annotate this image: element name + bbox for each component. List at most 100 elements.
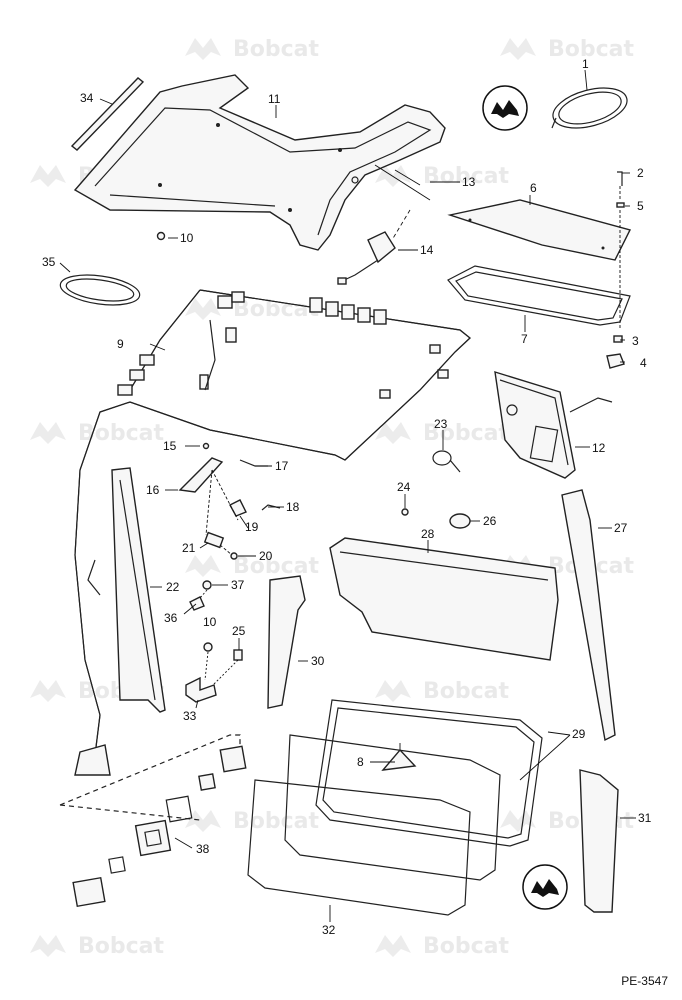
part-12-control-panel	[494, 371, 613, 479]
part-36-bracket	[189, 596, 205, 611]
part-7-gasket	[447, 265, 631, 326]
watermark-logo: Bobcat	[185, 37, 320, 62]
part-25-bolt	[233, 649, 243, 661]
svg-text:Bobcat: Bobcat	[233, 554, 320, 579]
callout-25: 25	[232, 624, 246, 638]
part-3-spacer	[613, 335, 623, 343]
callout-35: 35	[42, 255, 56, 269]
svg-text:Bobcat: Bobcat	[423, 679, 510, 704]
seal-hand-icon	[482, 85, 528, 131]
part-32-glass	[247, 734, 501, 916]
part-22-pillar-trim	[111, 467, 166, 713]
watermark-logo: Bobcat	[30, 421, 165, 446]
watermark-logo: Bobcat	[375, 164, 510, 189]
callout-12: 12	[592, 441, 606, 455]
part-5-washer	[616, 202, 625, 208]
part-15-nut	[202, 442, 210, 450]
part-26-plug	[449, 513, 471, 529]
callout-30: 30	[311, 654, 325, 668]
svg-text:Bobcat: Bobcat	[78, 934, 165, 959]
watermark-logo: Bobcat	[185, 554, 320, 579]
watermark-logo: Bobcat	[375, 421, 510, 446]
watermark-logo: Bobcat	[500, 37, 635, 62]
svg-text:Bobcat: Bobcat	[233, 297, 320, 322]
part-9-wire-harness	[74, 289, 471, 776]
callout-7: 7	[521, 332, 528, 346]
callout-27: 27	[614, 521, 628, 535]
svg-text:Bobcat: Bobcat	[233, 37, 320, 62]
callout-23: 23	[434, 417, 448, 431]
callout-10-top: 10	[180, 231, 194, 245]
seal-hand-icon	[522, 864, 568, 910]
part-17-wire	[239, 459, 268, 467]
callout-38: 38	[196, 842, 210, 856]
callout-18: 18	[286, 500, 300, 514]
part-16-light	[178, 457, 224, 493]
svg-text:Bobcat: Bobcat	[233, 809, 320, 834]
part-28-rear-panel	[329, 537, 559, 661]
part-30-pillar-trim	[267, 575, 306, 709]
callout-2: 2	[637, 166, 644, 180]
watermark-logo: Bobcat	[30, 934, 165, 959]
callout-33: 33	[183, 709, 197, 723]
part-34-rod	[70, 77, 145, 151]
part-20-grommet	[230, 552, 238, 560]
svg-text:Bobcat: Bobcat	[423, 421, 510, 446]
part-24-rivet	[401, 508, 409, 516]
part-27-pillar-trim	[561, 489, 616, 742]
callout-8: 8	[357, 755, 364, 769]
callout-9: 9	[117, 337, 124, 351]
drawing-number: PE-3547	[621, 974, 668, 988]
svg-text:Bobcat: Bobcat	[548, 37, 635, 62]
callout-16: 16	[146, 483, 160, 497]
callout-17: 17	[275, 459, 289, 473]
part-19-clip	[229, 499, 247, 517]
callout-20: 20	[259, 549, 273, 563]
callout-31: 31	[638, 811, 652, 825]
callout-3: 3	[632, 334, 639, 348]
callout-15: 15	[163, 439, 177, 453]
callout-36: 36	[164, 611, 178, 625]
callout-4: 4	[640, 356, 647, 370]
callout-28: 28	[421, 527, 435, 541]
part-35-coil	[59, 274, 141, 306]
watermark-logo: Bobcat	[375, 934, 510, 959]
part-8-decal	[381, 743, 417, 771]
part-29-window-gasket	[315, 699, 543, 847]
watermark-logo: Bobcat	[375, 679, 510, 704]
callout-labels: 1 2 3 4 5 6 7 8 9 10 10 11 12 13 14 15 1…	[42, 57, 652, 937]
watermark-logo: Bobcat	[185, 809, 320, 834]
part-6-panel	[447, 199, 632, 261]
part-10-washer-top	[156, 231, 166, 241]
watermark-logo: Bobcat	[185, 297, 320, 322]
callout-6: 6	[530, 181, 537, 195]
part-1-seal-coil	[551, 87, 628, 129]
part-38-light-kit	[59, 734, 247, 908]
callout-13: 13	[462, 175, 476, 189]
callout-34: 34	[80, 91, 94, 105]
callout-22: 22	[166, 580, 180, 594]
part-2-screw	[617, 171, 623, 186]
callout-29: 29	[572, 727, 586, 741]
callout-14: 14	[420, 243, 434, 257]
part-33-bracket	[185, 676, 217, 703]
callout-5: 5	[637, 199, 644, 213]
callout-1: 1	[582, 57, 589, 71]
part-23-tie	[432, 450, 461, 473]
part-10-washer	[203, 642, 213, 652]
svg-text:Bobcat: Bobcat	[78, 421, 165, 446]
callout-10: 10	[203, 615, 217, 629]
callout-24: 24	[397, 480, 411, 494]
connector-group	[117, 291, 449, 399]
part-18-connector	[261, 504, 281, 511]
part-31-pillar-trim	[579, 769, 619, 913]
callout-26: 26	[483, 514, 497, 528]
callout-21: 21	[182, 541, 196, 555]
part-4-knob	[606, 353, 625, 369]
callout-11: 11	[268, 92, 281, 106]
callout-19: 19	[245, 520, 259, 534]
callout-37: 37	[231, 578, 245, 592]
callout-32: 32	[322, 923, 336, 937]
svg-text:Bobcat: Bobcat	[423, 164, 510, 189]
